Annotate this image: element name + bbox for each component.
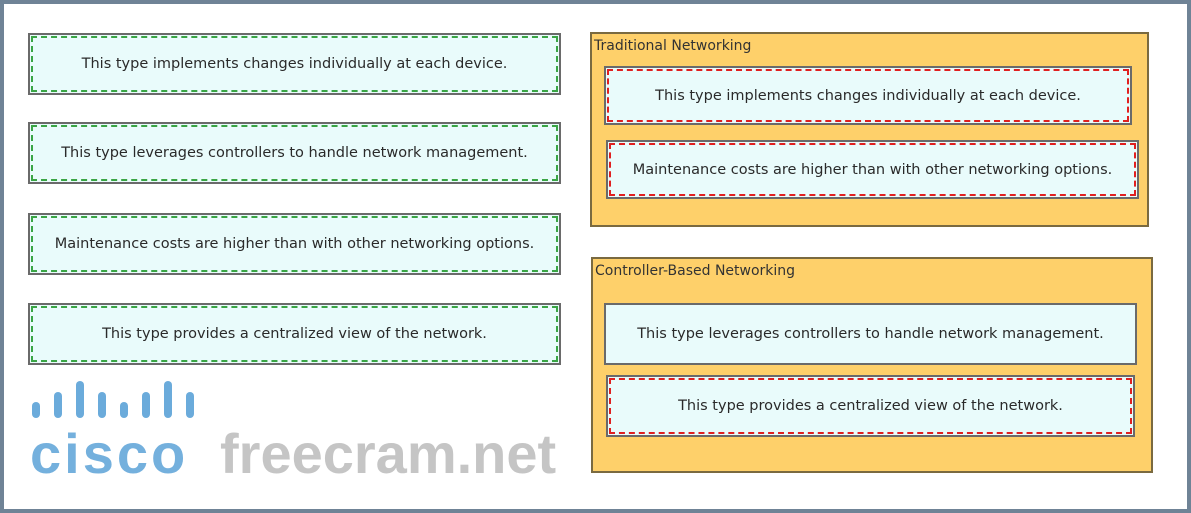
item-label: This type implements changes individuall… xyxy=(655,87,1081,104)
item-label: This type provides a centralized view of… xyxy=(102,326,487,342)
item-label: This type leverages controllers to handl… xyxy=(61,145,528,161)
source-item-1[interactable]: This type implements changes individuall… xyxy=(28,33,561,95)
target-item-controller-2[interactable]: This type provides a centralized view of… xyxy=(606,375,1135,437)
item-label: This type leverages controllers to handl… xyxy=(637,326,1104,342)
source-item-2[interactable]: This type leverages controllers to handl… xyxy=(28,122,561,184)
zone-title: Controller-Based Networking xyxy=(595,263,796,279)
target-item-controller-1[interactable]: This type leverages controllers to handl… xyxy=(604,303,1137,365)
item-label: This type implements changes individuall… xyxy=(81,56,508,72)
item-label: Maintenance costs are higher than with o… xyxy=(632,161,1113,178)
source-item-3[interactable]: Maintenance costs are higher than with o… xyxy=(28,213,561,275)
source-item-4[interactable]: This type provides a centralized view of… xyxy=(28,303,561,365)
target-item-traditional-2[interactable]: Maintenance costs are higher than with o… xyxy=(606,140,1139,199)
target-item-traditional-1[interactable]: This type implements changes individuall… xyxy=(604,66,1132,125)
item-label: This type provides a centralized view of… xyxy=(678,398,1063,414)
item-label: Maintenance costs are higher than with o… xyxy=(54,236,535,252)
target-zone-controller-based[interactable]: Controller-Based Networking xyxy=(591,257,1153,473)
zone-title: Traditional Networking xyxy=(594,38,752,54)
